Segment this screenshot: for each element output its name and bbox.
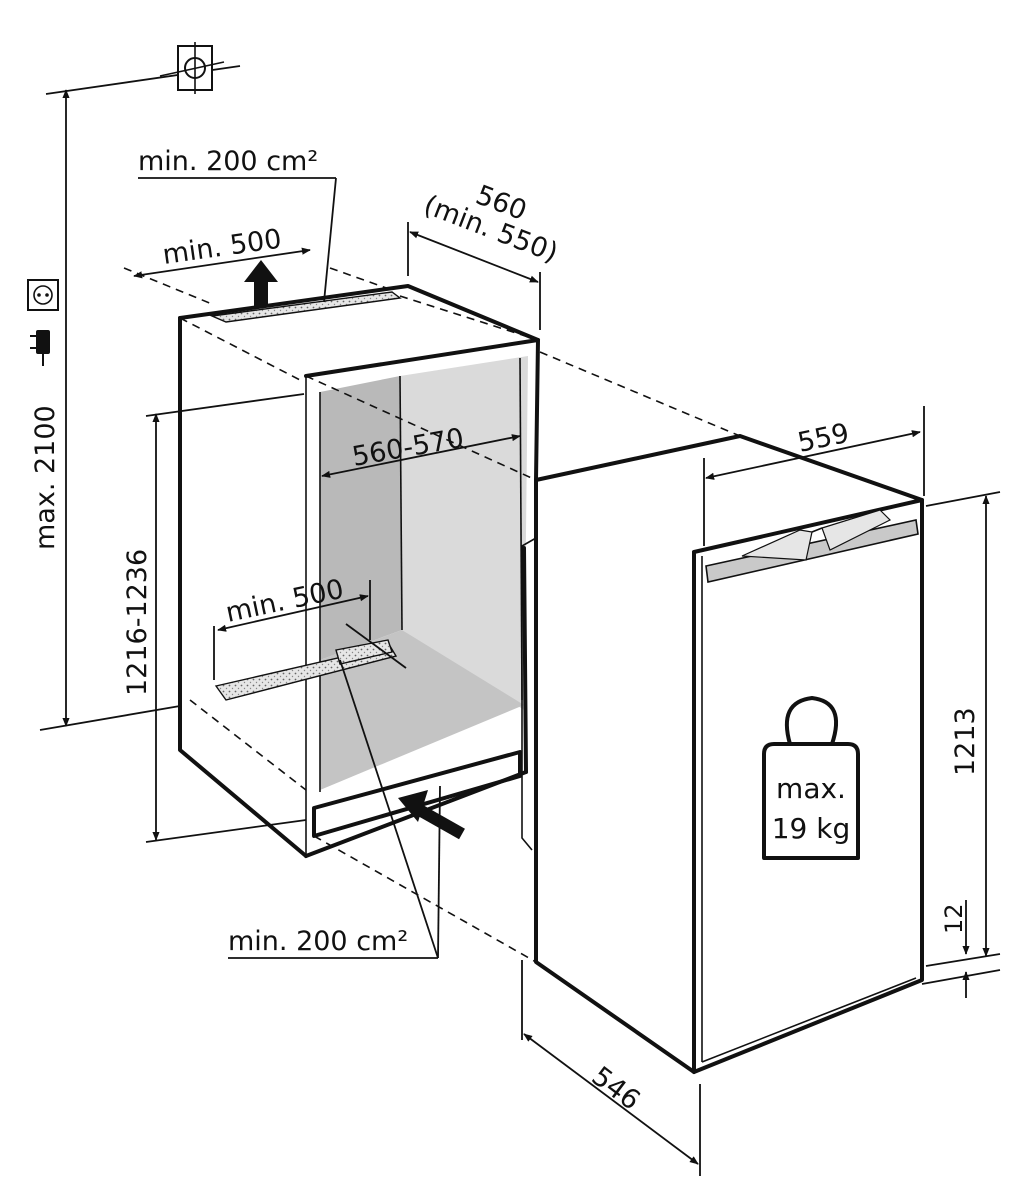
weight-label-line2: 19 kg — [772, 812, 851, 845]
exhaust-arrow-icon — [244, 260, 278, 306]
niche — [123, 267, 540, 858]
niche-left-wall — [320, 376, 402, 660]
max-height-label: max. 2100 — [30, 405, 61, 550]
niche-outer-top — [178, 284, 540, 342]
plinth-gap-label: 12 — [940, 903, 968, 934]
bottom-vent-opening — [312, 750, 522, 838]
power-plug-icon — [30, 330, 50, 366]
spirit-level-icon — [159, 42, 225, 94]
weight-icon: max. 19 kg — [762, 695, 860, 860]
top-vent-area-label: min. 200 cm² — [138, 146, 318, 177]
power-socket-icon — [27, 279, 59, 311]
appliance-front — [692, 498, 924, 1074]
top-vent-opening — [209, 291, 402, 323]
appliance-top — [536, 436, 922, 552]
niche-floor — [320, 630, 524, 790]
niche-height-label: 1216-1236 — [122, 549, 153, 696]
appliance-side — [534, 478, 696, 1074]
appliance: max. 19 kg — [521, 434, 924, 1074]
bottom-vent-area-label: min. 200 cm² — [228, 926, 408, 957]
appliance-height-label: 1213 — [950, 707, 981, 776]
weight-label-line1: max. — [776, 772, 846, 805]
appliance-width-label: 559 — [795, 418, 852, 459]
niche-outer-left — [178, 316, 308, 858]
appliance-depth-label: 546 — [586, 1061, 646, 1117]
